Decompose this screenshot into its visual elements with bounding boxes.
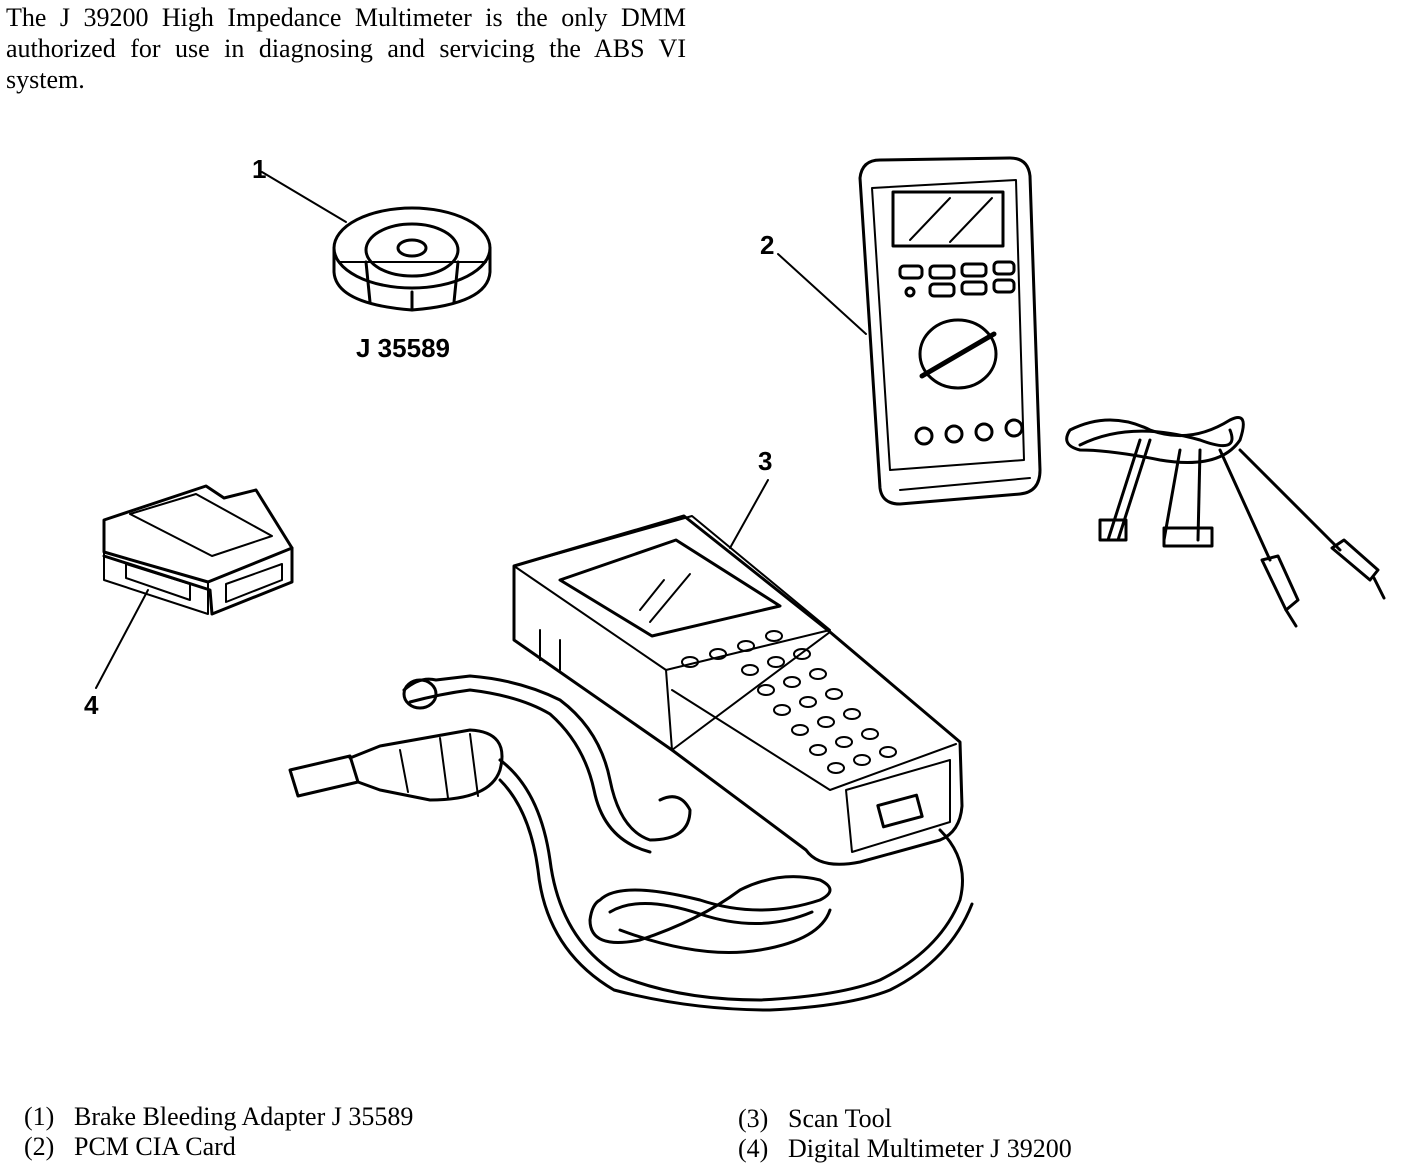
intro-text: The J 39200 High Impedance Multimeter is…: [6, 3, 686, 94]
leader-line-3: [729, 479, 769, 549]
legend-item-number: (2): [24, 1132, 55, 1161]
multimeter-drawing: [858, 156, 1042, 506]
legend-item: (1) Brake Bleeding Adapter J 35589: [24, 1102, 413, 1132]
legend-item-label: Digital Multimeter J 39200: [788, 1134, 1072, 1163]
callout-3: 3: [758, 446, 773, 476]
scan-tool-drawing: [512, 514, 964, 866]
legend-item-number: (3): [738, 1104, 769, 1133]
callout-1: 1: [252, 154, 267, 184]
legend-item-label: Scan Tool: [788, 1104, 892, 1133]
legend-item: (4) Digital Multimeter J 39200: [738, 1134, 1072, 1164]
tool-number-label: J 35589: [356, 333, 450, 363]
legend-right: (3) Scan Tool (4) Digital Multimeter J 392…: [738, 1104, 1072, 1164]
intro-paragraph: The J 39200 High Impedance Multimeter is…: [6, 2, 686, 95]
brake-bleeding-adapter-drawing: [332, 206, 492, 312]
callout-2: 2: [760, 230, 775, 260]
callout-4: 4: [84, 690, 99, 720]
legend-item: (2) PCM CIA Card: [24, 1132, 413, 1162]
legend-item-number: (4): [738, 1134, 769, 1163]
leader-line-2: [777, 253, 867, 335]
legend-left: (1) Brake Bleeding Adapter J 35589 (2) PCM…: [24, 1102, 413, 1162]
legend-item-label: Brake Bleeding Adapter J 35589: [74, 1102, 414, 1131]
test-leads-drawing: [1065, 416, 1386, 628]
legend-item-number: (1): [24, 1102, 55, 1131]
legend-item-label: PCM CIA Card: [74, 1132, 236, 1161]
leader-line-4: [95, 589, 149, 689]
leader-line-1: [261, 171, 347, 223]
legend-item: (3) Scan Tool: [738, 1104, 1072, 1134]
cables-drawing: [288, 674, 974, 1012]
pcm-cia-card-drawing: [102, 484, 294, 616]
